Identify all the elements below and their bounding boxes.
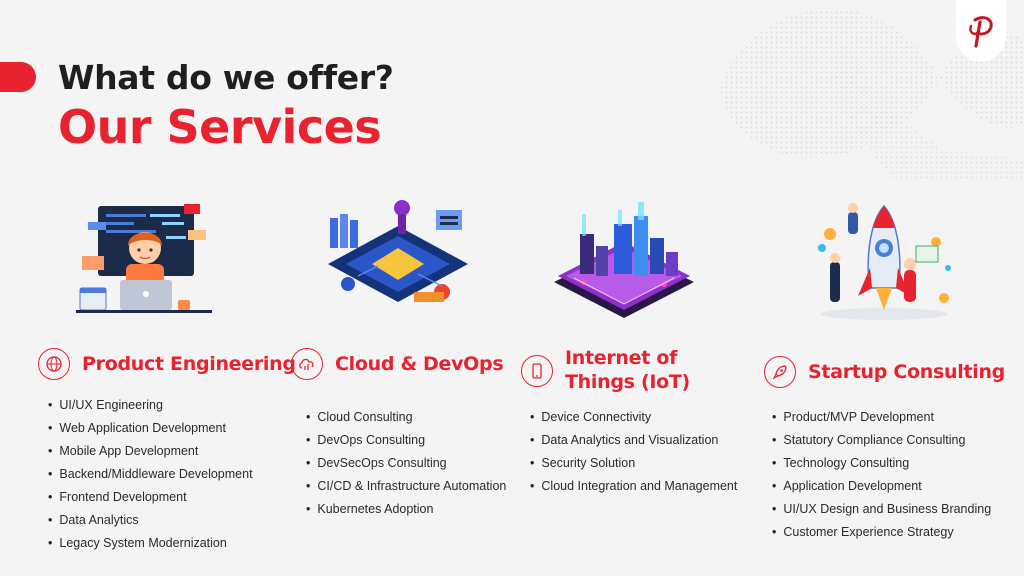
service-name: Cloud & DevOps [335, 353, 504, 375]
cloud-devops-illustration [328, 200, 468, 302]
list-item: Kubernetes Adoption [306, 498, 506, 521]
service-name: Startup Consulting [808, 361, 1005, 383]
section-subtitle: What do we offer? [58, 58, 394, 97]
rocket-icon [764, 356, 796, 388]
mobile-device-icon [521, 355, 553, 387]
service-startup-consulting-title: Startup Consulting [764, 356, 1005, 388]
service-iot-list: Device Connectivity Data Analytics and V… [530, 406, 737, 498]
service-cloud-devops-title: Cloud & DevOps [291, 348, 504, 380]
service-name-line1: Internet of [565, 347, 678, 369]
list-item: Cloud Integration and Management [530, 475, 737, 498]
brand-logo [956, 0, 1006, 62]
list-item: Backend/Middleware Development [48, 463, 252, 486]
list-item: Data Analytics [48, 509, 253, 532]
service-name-line2: Things (IoT) [565, 371, 690, 393]
list-item: Statutory Compliance Consulting [772, 429, 991, 452]
list-item: DevSecOps Consulting [306, 452, 506, 475]
service-name: Product Engineering [82, 353, 296, 375]
list-item: Web Application Development [48, 417, 253, 440]
iot-city-illustration [554, 202, 694, 318]
list-item: Data Analytics and Visualization [530, 429, 737, 452]
service-product-engineering-list: UI/UX Engineering Web Application Develo… [48, 394, 253, 555]
list-item: Legacy System Modernization [48, 532, 253, 555]
developer-illustration [76, 204, 212, 313]
decorative-red-pill [0, 62, 36, 92]
service-startup-consulting-list: Product/MVP Development Statutory Compli… [772, 406, 991, 544]
list-item: Cloud Consulting [306, 406, 506, 429]
list-item: CI/CD & Infrastructure Automation [306, 475, 506, 498]
list-item: DevOps Consulting [306, 429, 506, 452]
list-item: Frontend Development [48, 486, 253, 509]
list-item: Product/MVP Development [772, 406, 991, 429]
list-item: Customer Experience Strategy [772, 521, 991, 544]
list-item: Mobile App Development [48, 440, 253, 463]
startup-rocket-illustration [818, 203, 951, 320]
page-title: Our Services [58, 100, 382, 154]
list-item: Security Solution [530, 452, 737, 475]
list-item: UI/UX Design and Business Branding [772, 498, 991, 521]
decorative-dot-swirl [720, 8, 1024, 180]
service-cloud-devops-list: Cloud Consulting DevOps Consulting DevSe… [306, 406, 506, 521]
list-item: Device Connectivity [530, 406, 737, 429]
service-product-engineering-title: Product Engineering [38, 348, 296, 380]
cloud-chart-icon [291, 348, 323, 380]
list-item: Technology Consulting [772, 452, 991, 475]
list-item: UI/UX Engineering [48, 394, 253, 417]
service-iot-title: Internet of Things (IoT) [521, 346, 690, 394]
service-name: Internet of Things (IoT) [565, 346, 690, 394]
logo-p-icon [969, 16, 993, 48]
globe-www-icon [38, 348, 70, 380]
list-item: Application Development [772, 475, 991, 498]
